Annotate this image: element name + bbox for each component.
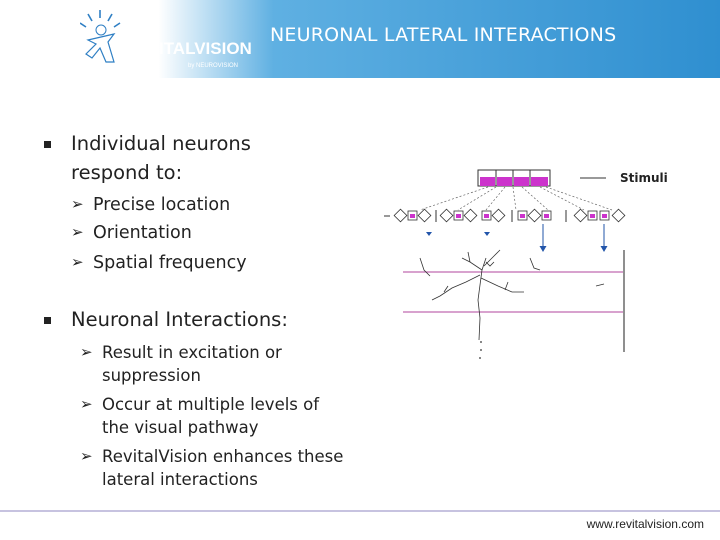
logo-wordmark: REVITALVISION	[124, 39, 252, 58]
arrow-bullet-icon: ➢	[71, 195, 84, 213]
stimulus-row	[477, 169, 606, 187]
logo-subtext: by NEUROVISION	[188, 63, 238, 69]
bullet-heading-line: respond to:	[71, 161, 183, 184]
neuron-sketch	[419, 249, 605, 341]
footer-url: www.revitalvision.com	[586, 517, 704, 531]
arrow-bullet-icon: ➢	[80, 395, 93, 413]
arrow-bullet-icon: ➢	[71, 223, 84, 241]
projection-lines	[419, 186, 613, 211]
square-bullet-icon	[44, 141, 51, 148]
sub-bullet-text: Result in excitation or	[102, 343, 282, 362]
header-band	[0, 0, 720, 80]
sub-bullet-text: Precise location	[93, 195, 231, 215]
sub-bullet-text: Orientation	[93, 223, 192, 243]
bullet-heading-individual-neurons: Individual neurons respond to:	[44, 132, 344, 184]
footer-divider	[0, 510, 720, 512]
revitalvision-logo: REVITALVISION by NEUROVISION	[80, 10, 252, 69]
sub-bullet-text: the visual pathway	[102, 418, 259, 437]
sub-bullet-text: suppression	[102, 366, 201, 385]
header: REVITALVISION by NEUROVISION NEURONAL LA…	[0, 0, 720, 80]
sub-bullet-text: Spatial frequency	[93, 253, 247, 273]
bullet-heading-line: Individual neurons	[71, 132, 251, 155]
down-arrows	[542, 224, 605, 248]
arrow-bullet-icon: ➢	[71, 253, 84, 271]
sub-bullet-text: Occur at multiple levels of	[102, 395, 320, 414]
filter-row	[384, 208, 626, 223]
arrow-bullet-icon: ➢	[80, 447, 93, 465]
arrow-bullet-icon: ➢	[80, 343, 93, 361]
square-bullet-icon	[44, 317, 51, 324]
stimuli-label: Stimuli	[620, 171, 668, 185]
sub-bullet-text: lateral interactions	[102, 470, 258, 489]
bullet-heading-neuronal-interactions: Neuronal Interactions:	[44, 308, 364, 334]
bullet-heading-line: Neuronal Interactions:	[71, 308, 288, 331]
neuron-diagram	[384, 169, 626, 359]
page-title: NEURONAL LATERAL INTERACTIONS	[270, 24, 617, 46]
sub-bullet-text: RevitalVision enhances these	[102, 447, 344, 466]
